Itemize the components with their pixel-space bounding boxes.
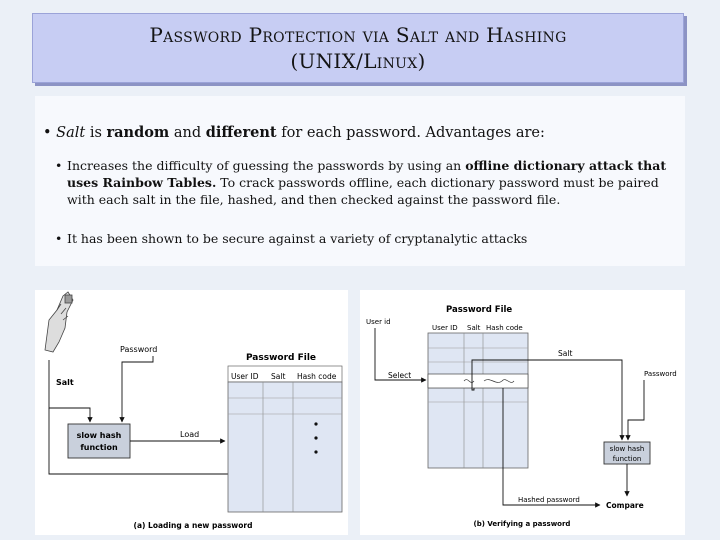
diagram-loading-panel: Password Salt slow hash function Load Pa… (35, 290, 348, 535)
ellipsis-dot (314, 450, 318, 454)
sub-bullet-secure: • It has been shown to be secure against… (55, 230, 673, 247)
user-id-arrow (374, 328, 427, 383)
salt-term: Salt (56, 125, 86, 141)
password-file-title: Password File (446, 305, 512, 315)
hashed-password-label: Hashed password (518, 496, 580, 504)
different-term: different (205, 124, 277, 141)
random-term: random (106, 124, 170, 141)
hash-box-line-1: slow hash (610, 445, 645, 453)
title-line-2: (UNIX/Linux) (290, 49, 426, 73)
hash-box-line-2: function (613, 455, 642, 463)
password-file-title: Password File (246, 353, 316, 363)
hashed-password-arrow (502, 388, 601, 508)
sub1-text-1: Increases the difficulty of guessing the… (67, 158, 466, 173)
select-label: Select (388, 371, 411, 380)
password-arrow (119, 356, 154, 423)
ellipsis-dot (314, 436, 318, 440)
bullet-dot: • (43, 125, 57, 141)
bullet-dot: • (55, 158, 63, 173)
user-id-label: User id (366, 318, 391, 326)
slow-hash-function-box (67, 423, 131, 459)
main-text-1: is (85, 125, 107, 141)
diagram-loading: Password Salt slow hash function Load Pa… (44, 291, 343, 530)
bullet-dot: • (55, 231, 63, 246)
hash-box-line-1: slow hash (77, 431, 122, 440)
hash-box-line-2: function (80, 443, 118, 452)
sub1-bold: offline dictionary attack that uses Rain… (67, 158, 667, 190)
password-label: Password (644, 370, 677, 378)
col-hash-code: Hash code (486, 324, 523, 332)
ellipsis-dot (314, 422, 318, 426)
col-user-id: User ID (231, 372, 259, 381)
main-text-3: for each password. Advantages are: (276, 125, 545, 141)
password-file-table (227, 381, 343, 513)
title-banner: Password Protection via Salt and Hashing… (32, 13, 684, 83)
salt-arrow (48, 360, 93, 423)
selected-row (427, 373, 529, 389)
bullet-content: • Salt is random and different for each … (35, 96, 685, 266)
password-label: Password (120, 345, 157, 354)
user-hand-icon (44, 291, 74, 353)
caption-a: (a) Loading a new password (134, 521, 253, 530)
sub2-text: It has been shown to be secure against a… (67, 231, 528, 246)
diagram-verifying: Password File User id Select User ID Sal… (366, 305, 677, 528)
col-user-id: User ID (432, 324, 458, 332)
salt-label: Salt (56, 378, 74, 387)
salt-label: Salt (558, 349, 572, 358)
sub1-text-2: To crack passwords offline, each diction… (67, 175, 659, 207)
password-arrow (625, 380, 645, 441)
col-hash-code: Hash code (297, 372, 337, 381)
salt-arrow (471, 359, 625, 441)
load-label: Load (180, 430, 199, 439)
sub-bullet-rainbow: • Increases the difficulty of guessing t… (55, 157, 673, 208)
password-file-table (427, 332, 529, 469)
col-salt: Salt (467, 324, 481, 332)
main-bullet: • Salt is random and different for each … (43, 124, 673, 141)
compare-label: Compare (606, 501, 644, 510)
title-line-1: Password Protection via Salt and Hashing (149, 23, 567, 47)
main-text-2: and (169, 125, 206, 141)
diagram-verifying-panel: Password File User id Select User ID Sal… (360, 290, 685, 535)
col-salt: Salt (271, 372, 285, 381)
caption-b: (b) Verifying a password (474, 520, 571, 528)
